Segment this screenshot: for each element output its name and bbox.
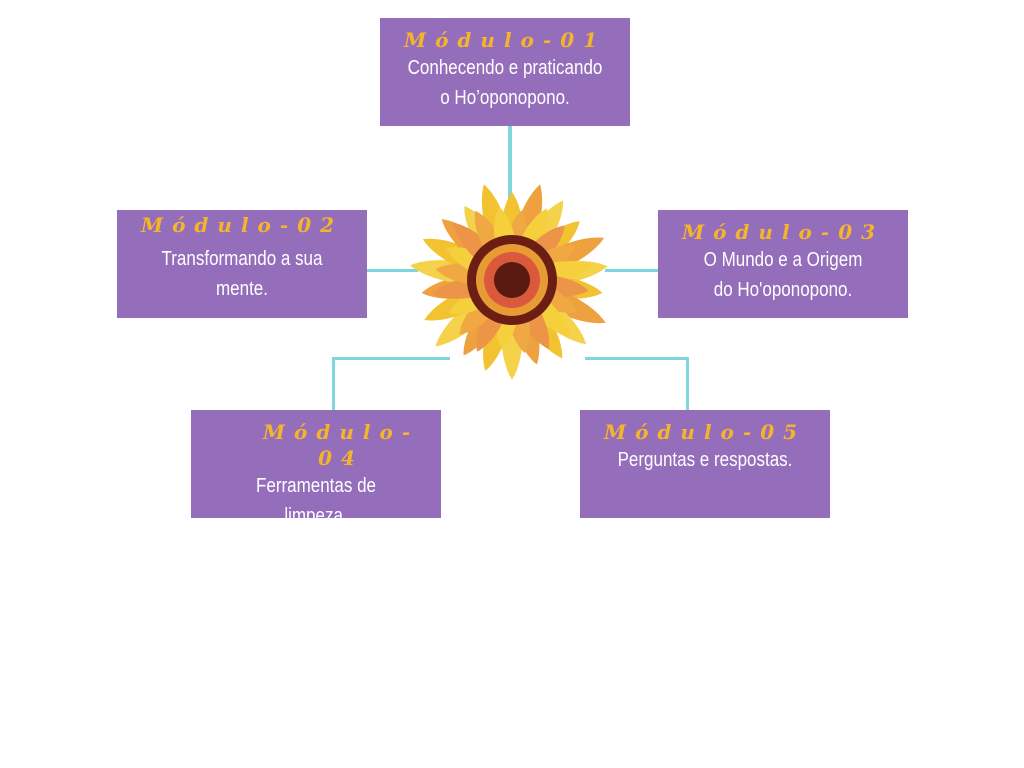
module-02-description: Transformando a sua mente.	[161, 248, 323, 300]
module-04-box: Módulo-04 Ferramentas de limpeza.	[191, 410, 441, 527]
module-01-description: Conhecendo e praticando o Ho’oponopono.	[407, 57, 603, 109]
module-01-box: Módulo-01 Conhecendo e praticando o Ho’o…	[380, 18, 630, 126]
module-03-title: Módulo-03	[681, 220, 885, 244]
connector-04-h	[332, 357, 450, 360]
module-05-box: Módulo-05 Perguntas e respostas.	[580, 410, 830, 518]
connector-03	[605, 269, 658, 272]
flower-center-core	[494, 262, 530, 298]
module-04-title: Módulo-04	[262, 420, 420, 470]
module-02-box: Módulo-02 Transformando a sua mente.	[117, 210, 367, 318]
connector-01	[508, 126, 512, 198]
module-03-box: Módulo-03 O Mundo e a Origem do Ho'opono…	[658, 210, 908, 318]
connector-05-v	[686, 357, 689, 410]
module-04-description: Ferramentas de limpeza.	[255, 475, 376, 527]
connector-02	[366, 269, 418, 272]
connector-05-h	[585, 357, 689, 360]
module-01-title: Módulo-01	[403, 28, 607, 52]
module-03-description: O Mundo e a Origem do Ho'oponopono.	[703, 249, 863, 301]
module-05-description: Perguntas e respostas.	[617, 449, 793, 471]
module-02-title: Módulo-02	[140, 213, 344, 237]
connector-04-v	[332, 357, 335, 410]
module-05-title: Módulo-05	[603, 420, 807, 444]
